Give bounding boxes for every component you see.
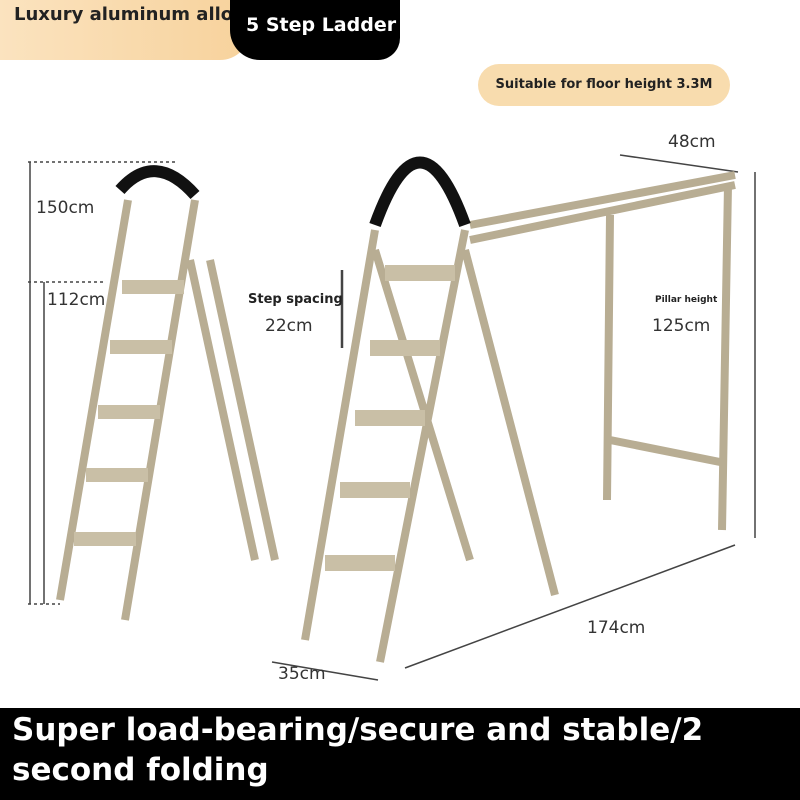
length-label: 174cm <box>587 618 646 638</box>
depth-label: 35cm <box>278 664 326 684</box>
footer-banner: Super load-bearing/secure and stable/2 s… <box>0 708 800 800</box>
folded-ladder-steps <box>74 280 184 546</box>
footer-text: Super load-bearing/secure and stable/2 s… <box>12 712 704 788</box>
pillar-height-caption: Pillar height <box>655 295 718 305</box>
step-spacing-caption: Step spacing <box>248 292 343 307</box>
pillar-height-value: 125cm <box>652 316 711 336</box>
height-total-label: 150cm <box>36 198 95 218</box>
folded-ladder <box>56 165 279 621</box>
product-text: 5 Step Ladder <box>246 14 397 36</box>
step-spacing-value: 22cm <box>265 316 313 336</box>
ladder-illustration <box>28 154 756 681</box>
material-text: Luxury aluminum alloy <box>14 4 245 25</box>
height-platform-label: 112cm <box>47 290 106 310</box>
product-badge: 5 Step Ladder <box>230 0 400 60</box>
width-top-label: 48cm <box>668 132 716 152</box>
floor-height-badge: Suitable for floor height 3.3M <box>478 64 730 106</box>
rack-ladder <box>301 156 736 663</box>
rack-ladder-steps <box>325 265 455 571</box>
dimension-lines <box>28 154 756 681</box>
material-badge: Luxury aluminum alloy <box>0 0 250 60</box>
